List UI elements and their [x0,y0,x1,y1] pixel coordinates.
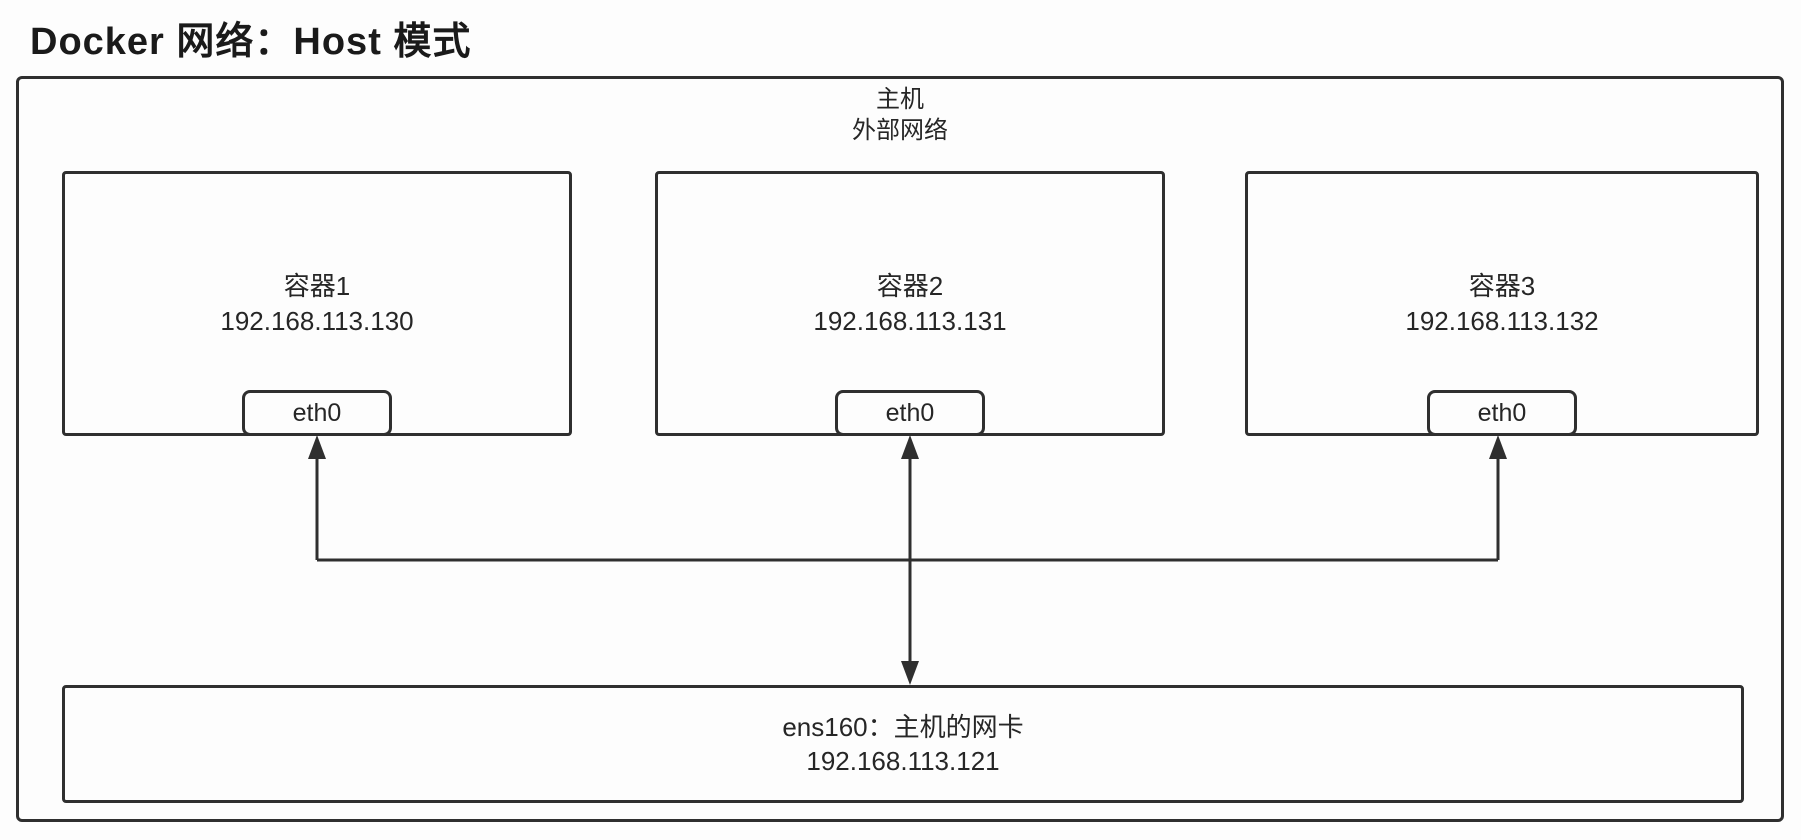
diagram-title: Docker 网络：Host 模式 [30,21,472,63]
host-label: 主机 外部网络 [19,84,1781,146]
container-2-eth0-box: eth0 [835,390,985,436]
host-label-line2: 外部网络 [852,117,948,144]
nic-ip: 192.168.113.121 [806,746,1000,776]
container-1-ip: 192.168.113.130 [220,305,414,336]
container-3-eth0-box: eth0 [1427,390,1577,436]
nic-label: ens160：主机的网卡 [782,712,1024,742]
container-1-eth0-box: eth0 [242,390,392,436]
container-2-name: 容器2 [876,270,944,301]
container-1-name: 容器1 [283,270,351,301]
container-3-box: 容器3 192.168.113.132 eth0 [1245,171,1759,436]
container-3-name: 容器3 [1468,270,1536,301]
host-nic-box: ens160：主机的网卡 192.168.113.121 [62,685,1744,803]
container-1-box: 容器1 192.168.113.130 eth0 [62,171,572,436]
container-2-ip: 192.168.113.131 [813,305,1007,336]
container-3-ip: 192.168.113.132 [1405,305,1599,336]
host-label-line1: 主机 [876,86,924,113]
host-network-box: 主机 外部网络 容器1 192.168.113.130 eth0 容器2 192… [16,76,1784,822]
container-2-box: 容器2 192.168.113.131 eth0 [655,171,1165,436]
